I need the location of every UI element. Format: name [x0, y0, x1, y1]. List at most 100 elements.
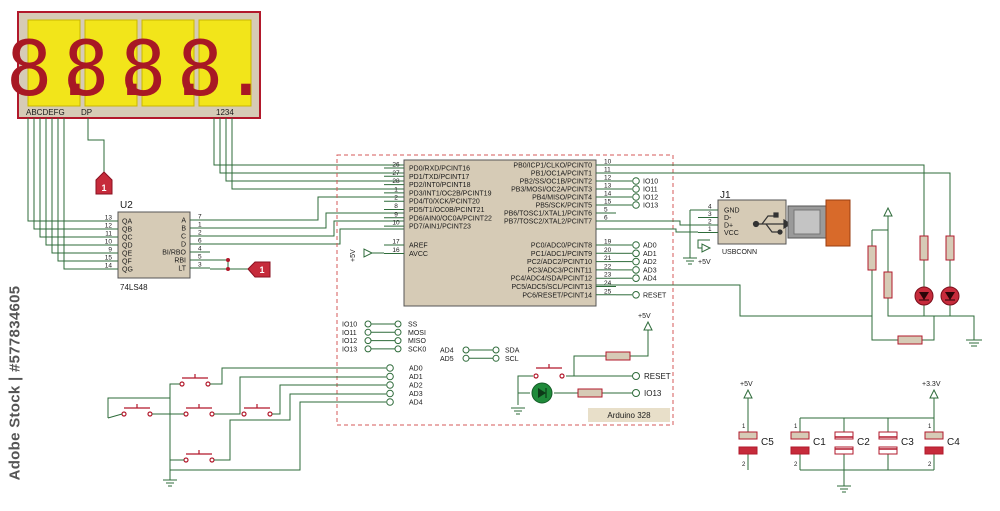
mcu-pin-num: 22 — [604, 263, 612, 270]
mcu-pin-num: 10 — [392, 220, 400, 227]
mcu-pin-num: 5 — [604, 207, 608, 214]
mcu-pin-name: PC0/ADC0/PCINT8 — [531, 243, 592, 250]
mcu-net-label: AD4 — [643, 276, 657, 283]
digit-3 — [141, 19, 195, 107]
mcu-pin-num: 28 — [392, 178, 400, 185]
mcu-pin-num: 19 — [604, 239, 612, 246]
usb-pin-name: D- — [724, 215, 732, 222]
mcu-pin-name: PD5/T1/OC0B/PCINT21 — [409, 207, 485, 214]
u2-pin-num: 4 — [198, 246, 202, 253]
mcu-pin-name: PC2/ADC2/PCINT10 — [527, 259, 592, 266]
spi-io-label: IO10 — [342, 322, 357, 329]
capacitor-plate — [790, 446, 810, 455]
mcu-pin-num: 20 — [604, 247, 612, 254]
spi-io-label: IO12 — [342, 338, 357, 345]
u2-pin-name: RBI — [174, 258, 186, 265]
ad-terminal-label: AD4 — [409, 400, 423, 407]
mcu-pin-name: PB1/OC1A/PCINT1 — [531, 171, 592, 178]
ad-terminal-label: AD3 — [409, 391, 423, 398]
u2-pin-num: 6 — [198, 238, 202, 245]
spi-signal-label: MISO — [408, 338, 426, 345]
u2-decoder: U2 13QA12QB11QC10QD9QE15QF14QG7A1B2C6D4B… — [100, 200, 210, 292]
capacitor-plate — [924, 431, 944, 440]
mcu-pin-num: 10 — [604, 159, 612, 166]
mcu-pin-name: AREF — [409, 243, 428, 250]
mcu-pin-name: PB0/ICP1/CLKO/PCINT0 — [513, 163, 592, 170]
capacitor-pin: 2 — [794, 462, 798, 468]
usb-pin-num: 4 — [708, 204, 712, 211]
usb-wires — [596, 209, 712, 265]
capacitor-ref: C1 — [813, 437, 826, 448]
mcu-pin-name: PC4/ADC4/SDA/PCINT12 — [511, 276, 592, 283]
u2-pin-num: 14 — [105, 263, 113, 270]
atmega328-mcu: 26PD0/RXD/PCINT1627PD1/TXD/PCINT1728PD2/… — [384, 159, 667, 307]
mcu-pin-name: PD3/INT1/OC2B/PCINT19 — [409, 190, 492, 197]
usb-pin-num: 2 — [708, 219, 712, 226]
reset-circuit: +5V RESET IO13 — [511, 313, 671, 415]
capacitor-pin: 2 — [742, 462, 746, 468]
mcu-pin-num: 23 — [604, 272, 612, 279]
mcu-pin-num: 24 — [604, 280, 612, 287]
ad-terminal-label: AD1 — [409, 374, 423, 381]
u2-pin-name: QE — [122, 251, 132, 258]
mcu-pin-num: 13 — [604, 183, 612, 190]
mcu-net-label: RESET — [643, 292, 667, 299]
ad-terminal-label: AD2 — [409, 383, 423, 390]
mcu-pin-num: 21 — [604, 255, 612, 262]
mcu-pin-name: PB5/SCK/PCINT5 — [536, 203, 593, 210]
mcu-pin-num: 16 — [392, 247, 400, 254]
u2-pin-num: 15 — [105, 255, 113, 262]
u2-pin-num: 11 — [105, 231, 112, 238]
digit-glyph-1: 8. — [6, 24, 98, 113]
digit-select-label: 1234 — [216, 108, 234, 117]
arduino-board-label: Arduino 328 — [607, 411, 651, 420]
u2-pin-name: B — [181, 226, 186, 233]
mcu-pin-num: 9 — [394, 211, 398, 218]
mcu-pin-num: 2 — [394, 195, 398, 202]
mcu-net-label: AD2 — [643, 259, 657, 266]
analog-buttons — [121, 374, 273, 463]
mcu-pin-name: PD0/RXD/PCINT16 — [409, 166, 470, 173]
button-2 — [121, 404, 153, 417]
mcu-net-label: AD3 — [643, 267, 657, 274]
mcu-pin-name: PD2/INT0/PCINT18 — [409, 182, 471, 189]
capacitor-pin: 1 — [742, 424, 746, 430]
u2-ref: U2 — [120, 200, 133, 211]
u2-pin-name: QF — [122, 259, 132, 266]
spi-signal-label: MOSI — [408, 330, 426, 337]
i2c-signal-label: SCL — [505, 356, 519, 363]
digit-1 — [27, 19, 81, 107]
spi-signal-label: SCK0 — [408, 346, 426, 353]
u2-pin-name: A — [181, 218, 186, 225]
mcu-pin-name: PC6/RESET/PCINT14 — [522, 292, 592, 299]
u2-bcd-wires — [210, 196, 408, 270]
capacitor-plate — [834, 431, 854, 440]
mcu-pin-num: 17 — [392, 239, 400, 246]
status-leds — [596, 164, 982, 347]
digit-2 — [84, 19, 138, 107]
spi-io-label: IO11 — [342, 330, 357, 337]
capacitor-pin: 1 — [928, 424, 932, 430]
i2c-ad-label: AD4 — [440, 348, 454, 355]
capacitor-plate — [738, 446, 758, 455]
capacitor-plate — [924, 446, 944, 455]
usb-supply-label: +5V — [698, 259, 711, 266]
mcu-pin-name: PB3/MOSI/OC2A/PCINT3 — [511, 187, 592, 194]
mcu-pin-num: 25 — [604, 288, 612, 295]
spi-io-label: IO13 — [342, 346, 357, 353]
button-wires — [107, 367, 386, 487]
u2-pin-name: C — [181, 234, 186, 241]
u2-pin-num: 1 — [198, 222, 202, 229]
button-5 — [183, 450, 215, 463]
mcu-pin-name: PB4/MISO/PCINT4 — [532, 195, 592, 202]
mcu-pin-num: 27 — [392, 170, 400, 177]
capacitor-plate — [738, 431, 758, 440]
mcu-net-label: AD0 — [643, 243, 657, 250]
avcc-supply — [363, 248, 384, 258]
capacitor-plate — [878, 446, 898, 455]
button-4 — [241, 404, 273, 417]
lt-probe-label: 1 — [259, 265, 264, 275]
reset-supply-label: +5V — [638, 313, 651, 320]
u2-pin-name: LT — [178, 266, 186, 273]
u2-pin-num: 9 — [108, 247, 112, 254]
